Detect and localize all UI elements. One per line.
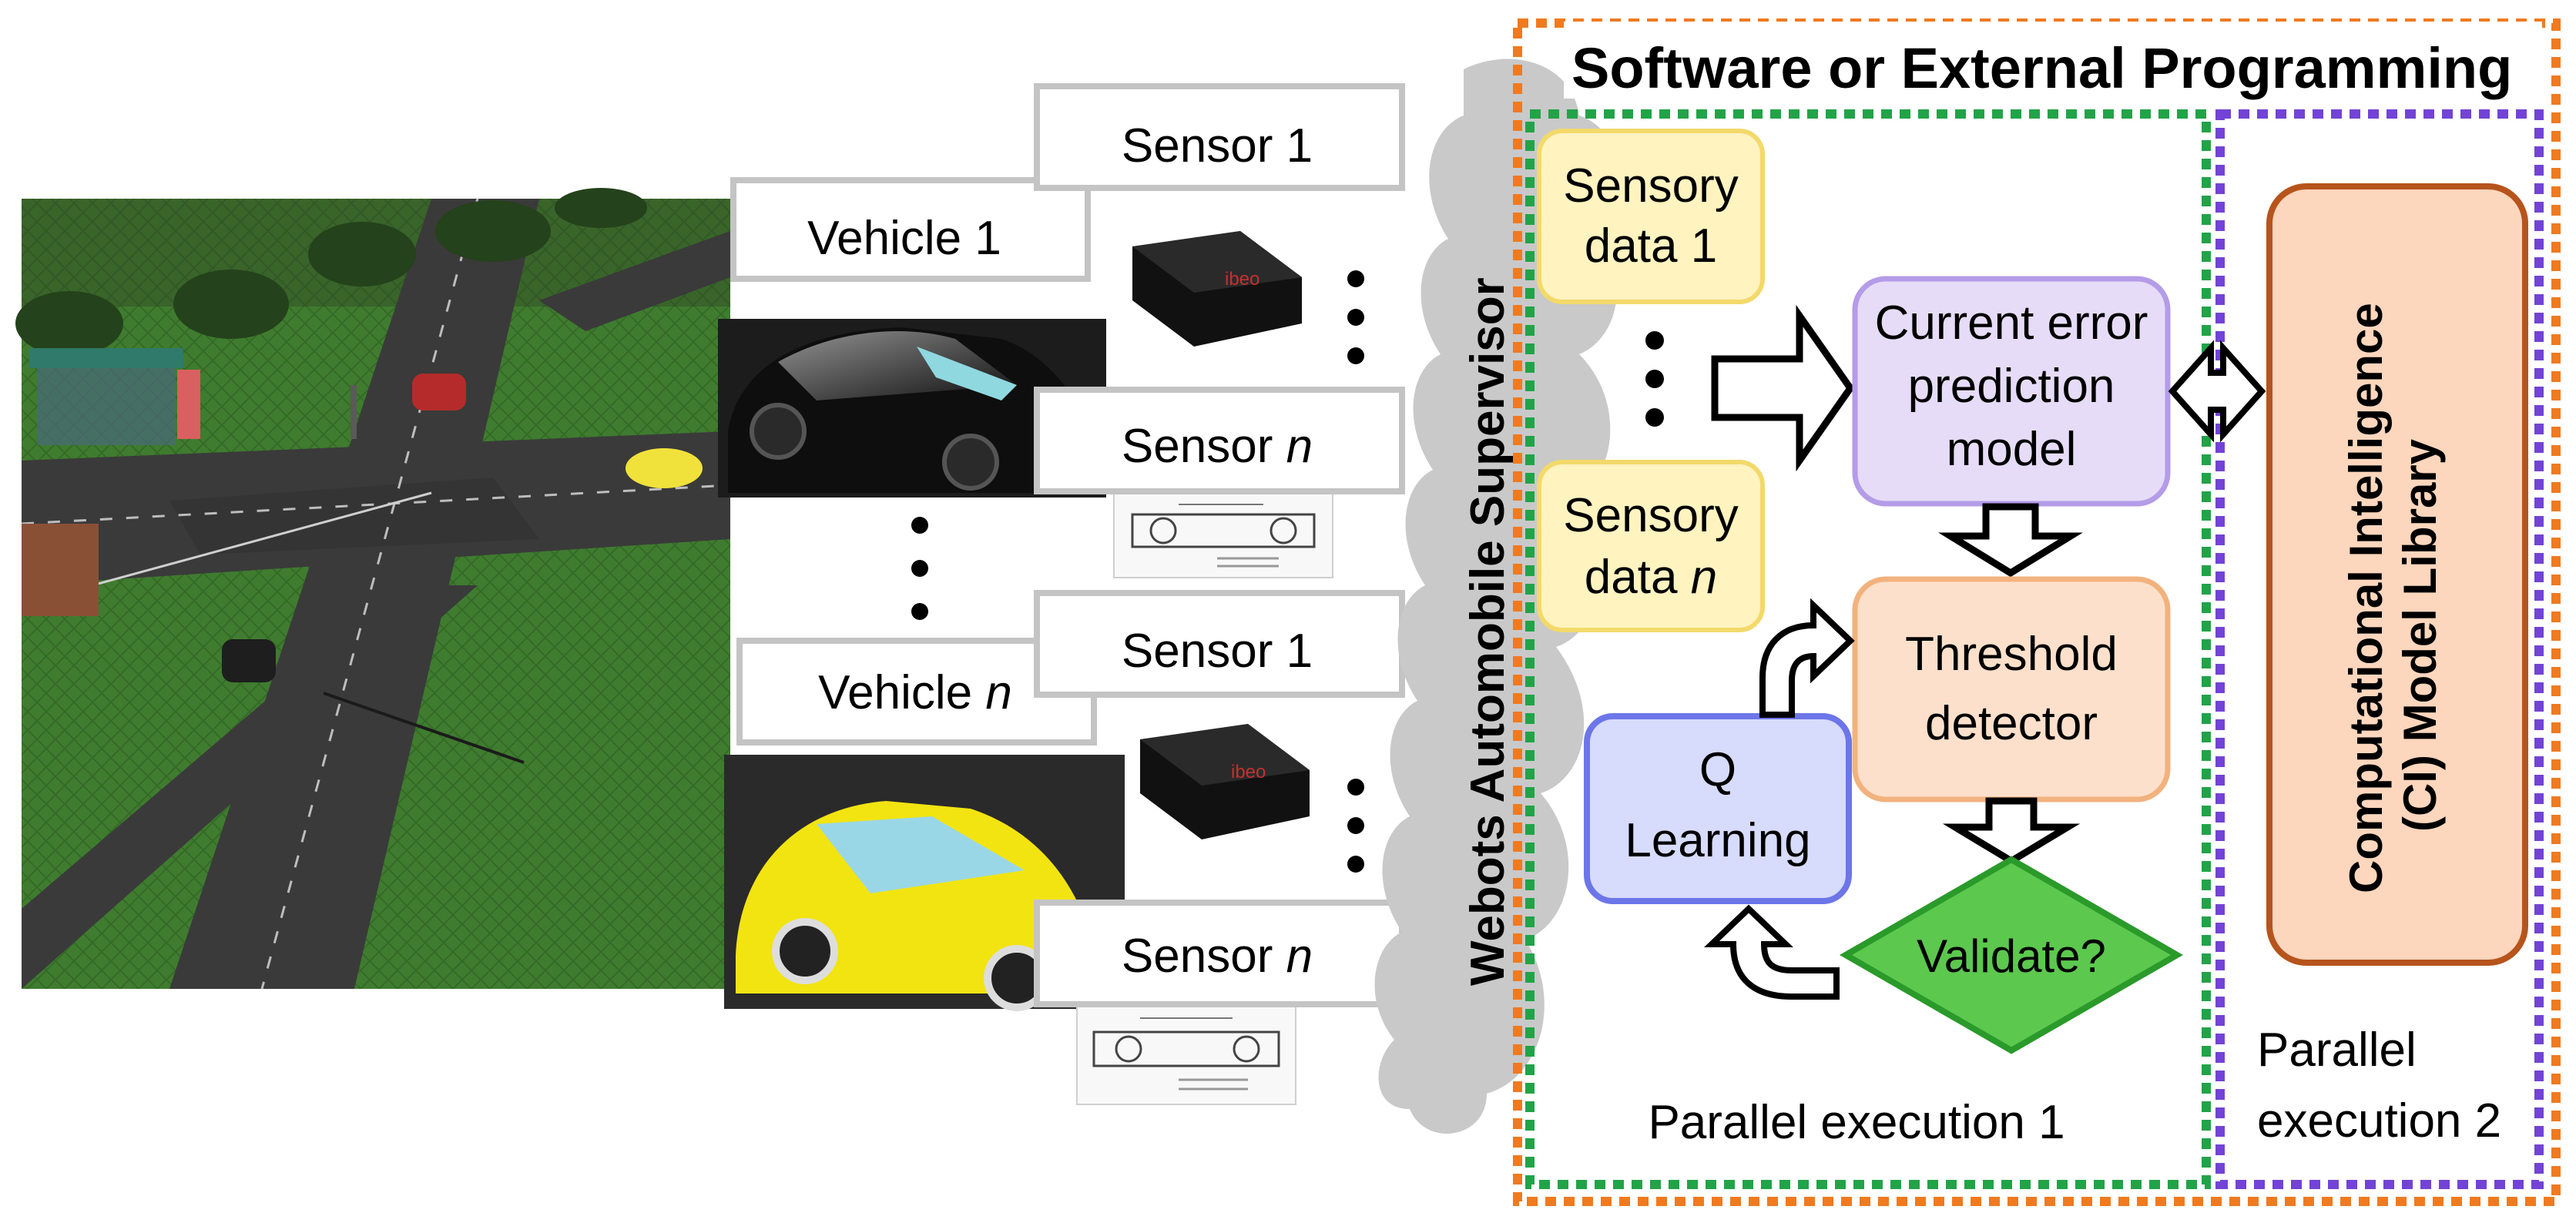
sensor-drawing-n [1076,1000,1296,1105]
lidar-sensor-1-image: ibeo [1132,231,1302,347]
supervisor-cloud: Webots Automobile Supervisor [1374,59,1620,1134]
sensor-ellipsis-n [1347,779,1364,873]
validate-diamond [1839,856,2184,1054]
vehicle-1-sensor-n-label: Sensor n [1122,420,1313,473]
validate-to-q-arrow [1704,904,1840,1000]
q-learning-box [1584,713,1852,904]
library-line2: (CI) Model Library [2394,438,2446,832]
prediction-line1: Current error [1875,297,2148,350]
parallel-execution-2-line1: Parallel [2257,1024,2417,1077]
vehicle-1-group: ibeo Vehicle 1 Sensor 1 Sensor n [718,83,1405,578]
title-background [1564,22,2542,99]
q-learning-line1: Q [1699,743,1736,796]
vehicle-1-label-box [730,177,1091,282]
sensory-data-1-box [1537,129,1765,304]
prediction-library-double-arrow [2168,340,2266,443]
sensory-data-1-line2: data 1 [1585,219,1717,273]
vehicle-n-group: ibeo Vehicle n Sensor 1 Sensor n [724,590,1405,1105]
parallel-execution-1-label: Parallel execution 1 [1648,1096,2064,1149]
threshold-line1: Threshold [1905,628,2118,681]
vehicle-ellipsis [911,517,928,620]
vehicle-1-label: Vehicle 1 [807,212,1001,265]
sensory-data-1-line1: Sensory [1563,159,1738,213]
vehicle-1-image [718,319,1106,498]
parallel-execution-2-line2: execution 2 [2257,1094,2501,1148]
sensory-data-n-line2: data n [1585,551,1717,604]
library-line1: Computational Intelligence [2340,303,2392,893]
sensor-1-label-box [1034,83,1405,191]
vehicle-1-sensor-1-label: Sensor 1 [1122,119,1313,173]
vehicle-n-label: Vehicle n [818,666,1012,719]
validate-label: Validate? [1917,930,2106,982]
sensor-n-label-box [1034,387,1405,494]
header-title: Software or External Programming [1571,36,2512,100]
parallel-execution-1-frame [1525,109,2211,1189]
sensory-data-n-line1: Sensory [1563,489,1738,542]
sensor-1n-label-box [1034,590,1405,698]
threshold-to-validate-arrow [1942,797,2081,866]
sensory-to-prediction-arrow [1711,304,1855,472]
lidar-brand-label: ibeo [1225,269,1259,290]
threshold-line2: detector [1925,697,2098,750]
prediction-to-threshold-arrow [1938,503,2083,578]
parallel-execution-2-frame [2215,109,2544,1189]
q-to-threshold-arrow [1759,598,1855,718]
lidar-sensor-n-image: ibeo [1140,724,1310,839]
sensory-data-n-box [1537,460,1765,632]
prediction-line2: prediction [1908,360,2115,413]
sensor-nn-label-box [1034,900,1405,1007]
vehicle-n-sensor-n-label: Sensor n [1122,930,1313,983]
vehicle-n-sensor-1-label: Sensor 1 [1122,625,1313,678]
lidar-brand-label-n: ibeo [1231,762,1266,782]
prediction-line3: model [1947,423,2077,476]
ci-model-library-box [2266,183,2528,966]
sensor-ellipsis-1 [1347,270,1364,364]
sensor-drawing-1 [1113,492,1333,578]
sensory-ellipsis [1645,331,1664,427]
supervisor-label: Webots Automobile Supervisor [1461,277,1514,986]
q-learning-line2: Learning [1625,814,1810,867]
threshold-detector-box [1852,576,2171,802]
road-scene-image [15,188,731,990]
